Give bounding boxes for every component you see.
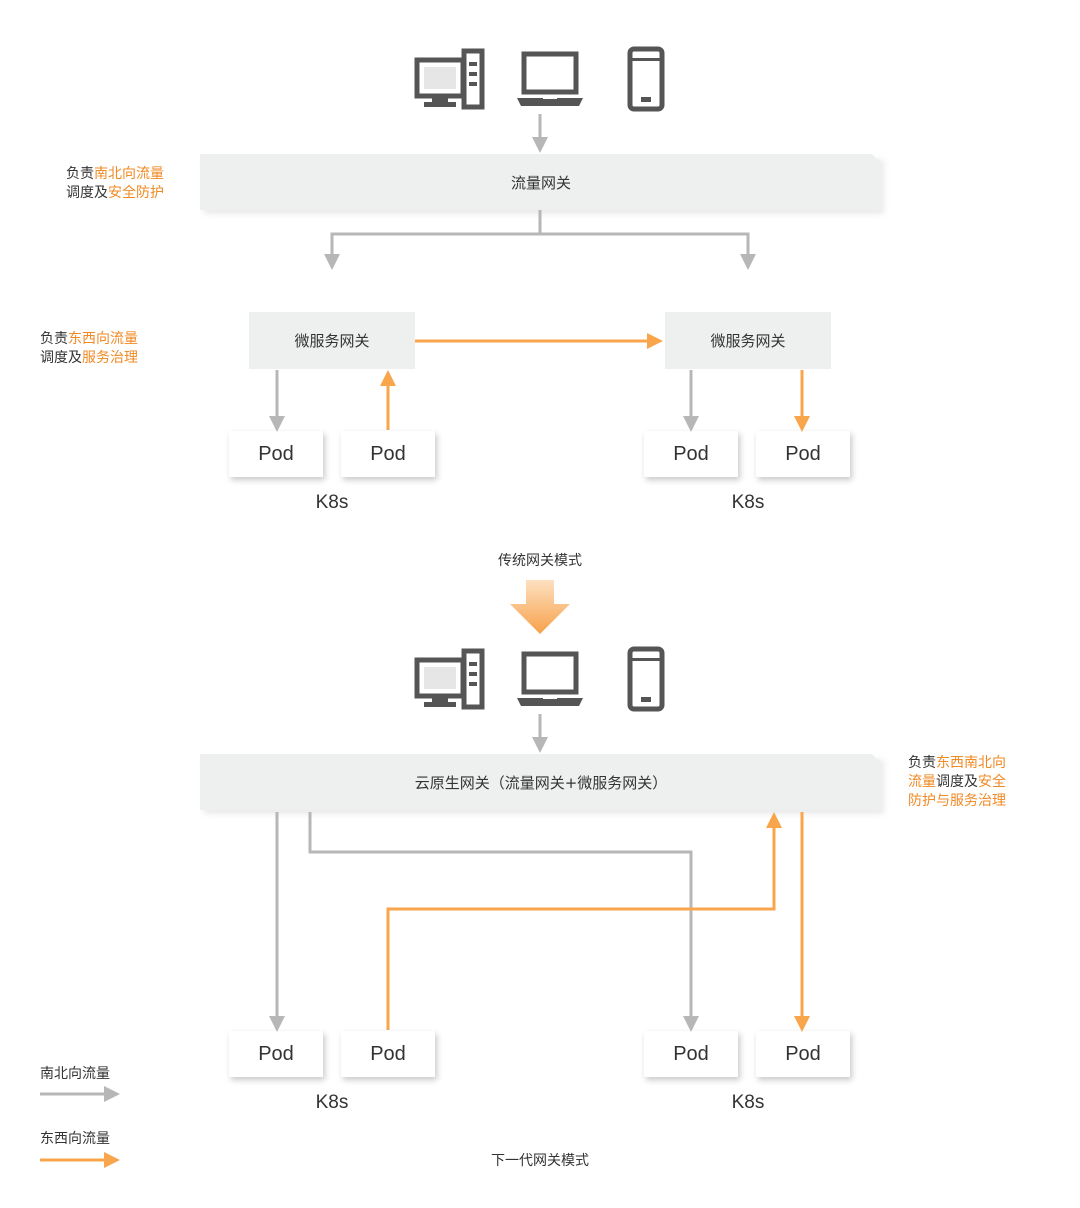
desktop-computer-icon [414,648,485,710]
k8s-label-top-right: K8s [731,492,765,513]
unified-traffic-note: 负责东西南北向 流量调度及安全 防护与服务治理 [908,755,1006,809]
laptop-icon [517,651,583,706]
pod-top-right-2: Pod [756,431,850,477]
k8s-cluster-bottom-right [593,870,903,1132]
transition-arrow-icon [510,580,570,634]
traffic-gateway: 流量网关 [200,154,882,210]
desktop-computer-icon [414,48,485,110]
pod-bottom-right-2: Pod [756,1031,850,1077]
k8s-cluster-right [593,270,903,532]
microservice-gateway-right: 微服务网关 [665,312,831,369]
legend-east-west-label: 东西向流量 [40,1131,110,1147]
k8s-label-top-left: K8s [315,492,349,513]
traditional-mode-label: 传统网关模式 [498,553,582,569]
mobile-phone-icon [627,46,665,112]
arrow-cloud-gw-to-right-pod [308,812,699,1032]
pod-top-left-1: Pod [229,431,323,477]
cloud-native-gateway: 云原生网关（流量网关+微服务网关） [200,754,882,810]
north-south-note: 负责南北向流量 调度及安全防护 [66,166,164,201]
k8s-label-bottom-left: K8s [315,1092,349,1113]
pod-bottom-right-1: Pod [644,1031,738,1077]
laptop-icon [517,51,583,106]
traffic-gateway-label: 流量网关 [510,173,571,192]
pod-top-left-2: Pod [341,431,435,477]
pod-bottom-left-1: Pod [229,1031,323,1077]
legend-north-south-label: 南北向流量 [40,1066,110,1082]
next-gen-mode-label: 下一代网关模式 [491,1153,589,1169]
pod-bottom-left-2: Pod [341,1031,435,1077]
arrow-gateway-split-right [540,232,756,270]
cloud-native-gateway-label: 云原生网关（流量网关+微服务网关） [414,773,668,792]
east-west-note: 负责东西向流量 调度及服务治理 [40,331,138,366]
pod-top-right-1: Pod [644,431,738,477]
arrow-left-pod-to-cloud-gw [386,812,782,1030]
k8s-cluster-bottom-left [177,870,487,1132]
mobile-phone-icon [627,646,665,712]
k8s-label-bottom-right: K8s [731,1092,765,1113]
arrow-gateway-split [324,210,542,270]
microservice-gateway-left: 微服务网关 [249,312,415,369]
